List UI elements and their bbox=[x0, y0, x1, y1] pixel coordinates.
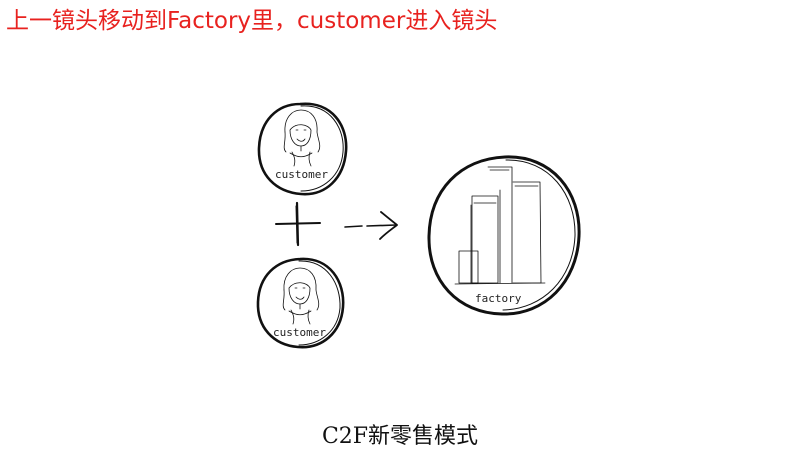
customer-circle-bottom bbox=[256, 257, 345, 349]
customer-node-top bbox=[257, 102, 348, 196]
customer-node-bottom bbox=[256, 257, 345, 349]
arrow-right-icon bbox=[344, 211, 398, 240]
plus-operator-icon bbox=[275, 201, 321, 247]
factory-node bbox=[427, 155, 581, 316]
scene-note: 上一镜头移动到Factory里，customer进入镜头 bbox=[6, 8, 498, 34]
diagram-caption: C2F新零售模式 bbox=[321, 424, 479, 449]
customer-circle-top bbox=[257, 102, 348, 196]
customer-label-bottom: customer bbox=[273, 326, 326, 339]
factory-buildings-icon bbox=[454, 166, 546, 285]
customer-avatar-top-icon bbox=[283, 109, 321, 167]
customer-label-top: customer bbox=[275, 168, 328, 181]
customer-avatar-bottom-icon bbox=[282, 267, 320, 325]
factory-circle bbox=[427, 155, 581, 316]
factory-label: factory bbox=[475, 292, 522, 305]
